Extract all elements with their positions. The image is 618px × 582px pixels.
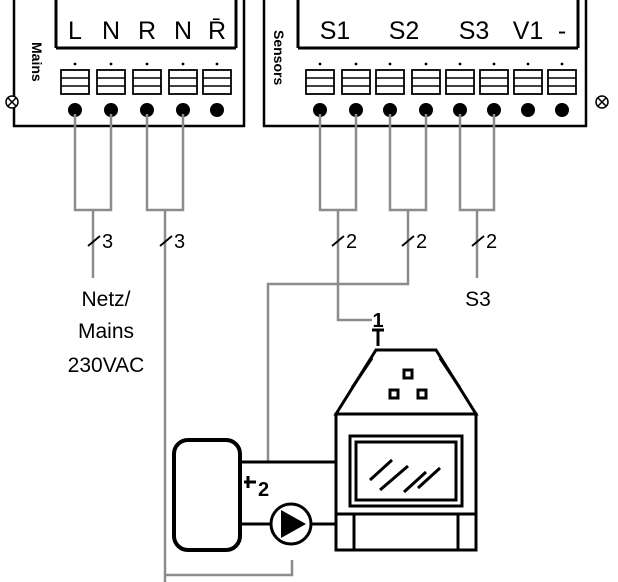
mains-terminal-screw-icon <box>176 103 190 117</box>
terminal-label-v1: V1 <box>513 17 544 45</box>
sensor-terminal-screw-icon <box>419 103 433 117</box>
stove-icon <box>333 348 479 552</box>
mains-terminal-clamp-icon <box>168 62 198 95</box>
mains-terminal-clamp-icon <box>132 62 162 95</box>
sensor-terminal-screw-icon <box>521 103 535 117</box>
mounting-screw-right-icon <box>595 95 609 109</box>
wire-sensor-s2 <box>266 114 428 462</box>
mains-terminal-screw-icon <box>140 103 154 117</box>
wire-mains-supply <box>73 114 113 278</box>
sensor-point-1: 1 <box>372 310 384 346</box>
mains-label-line2: Mains <box>78 320 134 343</box>
sensor-point-2-label: 2 <box>258 479 269 501</box>
mains-terminal-screw-icon <box>104 103 118 117</box>
sensor-terminal-clamp-icon <box>479 62 509 95</box>
sensor-terminal-clamp-icon <box>513 62 543 95</box>
mains-label-line3: 230VAC <box>68 354 145 377</box>
sensor-terminal-block: Sensors S1 S2 S3 V1 - <box>262 0 588 128</box>
terminal-label-s2: S2 <box>389 17 420 45</box>
sensor-terminal-screw-icon <box>383 103 397 117</box>
sensor-s3-label: S3 <box>465 288 491 311</box>
circulation-pump-icon <box>269 502 313 546</box>
sensor-terminal-clamp-icon <box>445 62 475 95</box>
sensor-terminal-screw-icon <box>555 103 569 117</box>
terminal-label-r: R <box>138 17 156 45</box>
wire-count-s2: 2 <box>416 231 427 253</box>
mains-terminal-clamp-icon <box>60 62 90 95</box>
wiring <box>73 114 496 582</box>
terminal-label-s1: S1 <box>320 17 351 45</box>
terminal-label-s3: S3 <box>459 17 490 45</box>
wire-count-s1: 2 <box>346 231 357 253</box>
sensor-terminal-clamp-icon <box>375 62 405 95</box>
terminal-label-n2: N <box>174 17 192 45</box>
wire-count-mains: 3 <box>102 231 113 253</box>
mains-terminal-screw-icon <box>210 103 224 117</box>
mains-label-line1: Netz/ <box>81 288 130 311</box>
sensor-terminal-screw-icon <box>313 103 327 117</box>
sensor-terminal-screw-icon <box>453 103 467 117</box>
mains-terminal-clamp-icon <box>96 62 126 95</box>
wire-count-ticks <box>87 235 485 247</box>
terminal-label-minus: - <box>558 17 566 45</box>
sensor-terminal-screw-icon <box>349 103 363 117</box>
wire-sensor-s1 <box>318 114 372 322</box>
mains-terminal-block: Mains L N R N R̄ <box>12 0 246 128</box>
sensor-terminal-screw-icon <box>487 103 501 117</box>
wire-count-relay: 3 <box>174 231 185 253</box>
wire-sensor-s3 <box>458 114 496 278</box>
sensor-terminal-clamp-icon <box>305 62 335 95</box>
sensor-terminal-clamp-icon <box>341 62 371 95</box>
mains-terminal-clamp-icon <box>202 62 232 95</box>
sensor-terminal-clamp-icon <box>411 62 441 95</box>
terminal-label-n1: N <box>102 17 120 45</box>
sensor-point-1-label: 1 <box>372 310 383 332</box>
terminal-label-l: L <box>68 17 82 45</box>
wire-count-s3: 2 <box>486 231 497 253</box>
wire-relay-to-pump <box>145 114 185 582</box>
terminal-label-r-bar: R̄ <box>208 17 226 45</box>
wire-pump-feed <box>165 560 294 577</box>
mounting-screw-left-icon <box>5 95 19 109</box>
sensors-side-label: Sensors <box>271 30 287 85</box>
sensor-terminal-clamp-icon <box>547 62 577 95</box>
mains-side-label: Mains <box>29 42 45 82</box>
mains-terminal-screw-icon <box>68 103 82 117</box>
buffer-tank: 2 <box>172 438 336 552</box>
